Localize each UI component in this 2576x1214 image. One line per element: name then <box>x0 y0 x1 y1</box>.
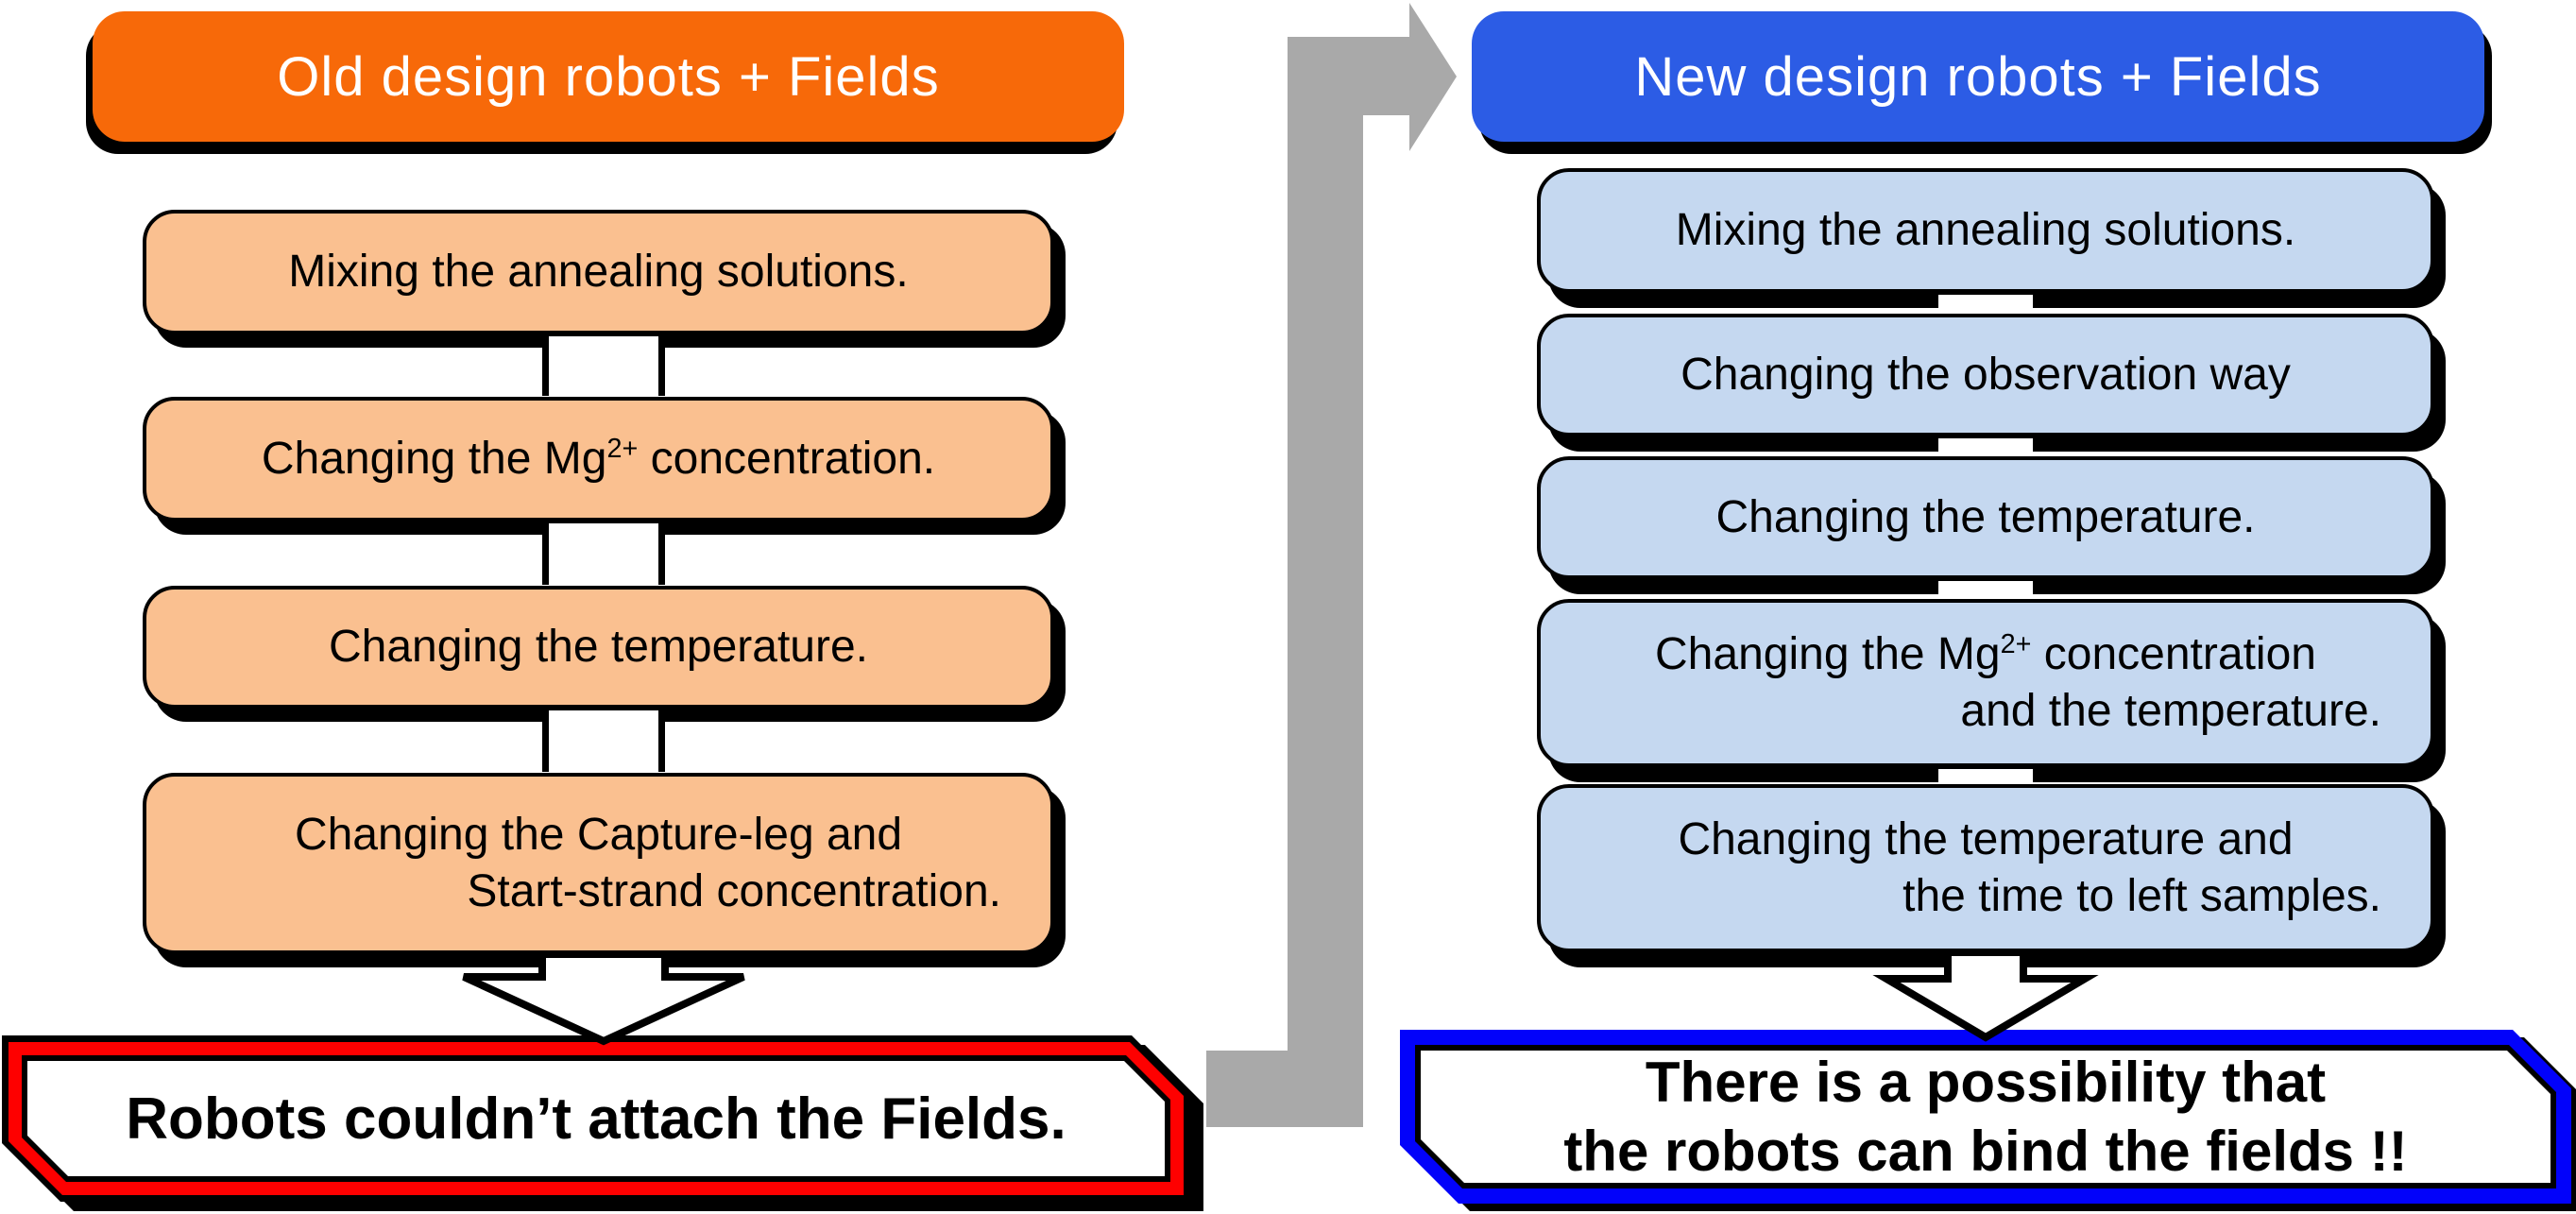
new-step-mg-line1: Changing the Mg2+ concentration <box>1541 626 2431 683</box>
old-result-box: Robots couldn’t attach the Fields. <box>2 1035 1190 1202</box>
new-step-observation-label: Changing the observation way <box>1680 350 2291 400</box>
old-down-arrow-shape <box>462 950 745 1046</box>
old-step-mg-concentration: Changing the Mg2+ concentration. <box>143 397 1054 522</box>
new-result-line2: the robots can bind the fields !! <box>1563 1120 2408 1183</box>
old-step-mg-sup: 2+ <box>606 434 639 464</box>
old-result-fill <box>27 1061 1165 1176</box>
old-step-capture-leg-line2: Start-strand concentration. <box>467 866 1001 916</box>
new-flow-connector-4 <box>1938 769 2033 782</box>
old-step-mixing: Mixing the annealing solutions. <box>143 210 1054 334</box>
new-design-header-label: New design robots + Fields <box>1634 45 2322 108</box>
new-step-time-samples: Changing the temperature and the time to… <box>1537 784 2434 952</box>
old-result-label: Robots couldn’t attach the Fields. <box>126 1086 1066 1152</box>
old-step-mg-pre: Changing the Mg <box>261 434 607 484</box>
new-step-mg-and-temperature: Changing the Mg2+ concentration and the … <box>1537 599 2434 767</box>
new-step-observation: Changing the observation way <box>1537 314 2434 436</box>
old-flow-connector-1 <box>542 336 665 396</box>
new-result-label: There is a possibility that the robots c… <box>1421 1045 2550 1188</box>
new-step-mixing-label: Mixing the annealing solutions. <box>1675 205 2296 255</box>
new-step-time-samples-line1: Changing the temperature and <box>1678 814 2294 864</box>
old-flow-connector-3 <box>542 710 665 772</box>
old-flow-connector-2 <box>542 523 665 585</box>
new-step-temperature-label: Changing the temperature. <box>1715 492 2256 542</box>
new-result-fill <box>1421 1051 2550 1183</box>
old-step-mg-concentration-label: Changing the Mg2+ concentration. <box>262 431 935 487</box>
old-step-capture-leg-line1: Changing the Capture-leg and <box>294 810 903 860</box>
old-step-capture-leg: Changing the Capture-leg and Start-stran… <box>143 773 1054 954</box>
old-down-arrow <box>462 950 745 1046</box>
new-step-mg-pre: Changing the Mg <box>1655 629 2001 679</box>
new-result-line1: There is a possibility that <box>1645 1050 2327 1114</box>
old-step-mixing-label: Mixing the annealing solutions. <box>288 247 909 297</box>
new-flow-connector-1 <box>1938 295 2033 312</box>
old-design-header: Old design robots + Fields <box>93 11 1124 142</box>
new-step-mixing: Mixing the annealing solutions. <box>1537 168 2434 293</box>
new-down-arrow <box>1872 949 2099 1042</box>
new-step-mg-line2: and the temperature. <box>1960 686 2381 736</box>
new-flow-connector-2 <box>1938 438 2033 454</box>
old-design-header-label: Old design robots + Fields <box>277 45 940 108</box>
old-step-mg-post: concentration. <box>638 434 936 484</box>
new-result-box: There is a possibility that the robots c… <box>1400 1030 2571 1204</box>
transition-elbow-arrow-shape <box>1206 3 1457 1127</box>
new-design-header: New design robots + Fields <box>1472 11 2484 142</box>
new-step-temperature: Changing the temperature. <box>1537 456 2434 579</box>
old-step-temperature-label: Changing the temperature. <box>328 622 869 672</box>
new-down-arrow-shape <box>1872 949 2099 1042</box>
old-step-temperature: Changing the temperature. <box>143 586 1054 709</box>
new-step-mg-post: concentration <box>2031 629 2316 679</box>
new-step-time-samples-line2: the time to left samples. <box>1902 871 2381 921</box>
new-flow-connector-3 <box>1938 581 2033 597</box>
new-step-mg-sup: 2+ <box>2000 629 2032 659</box>
